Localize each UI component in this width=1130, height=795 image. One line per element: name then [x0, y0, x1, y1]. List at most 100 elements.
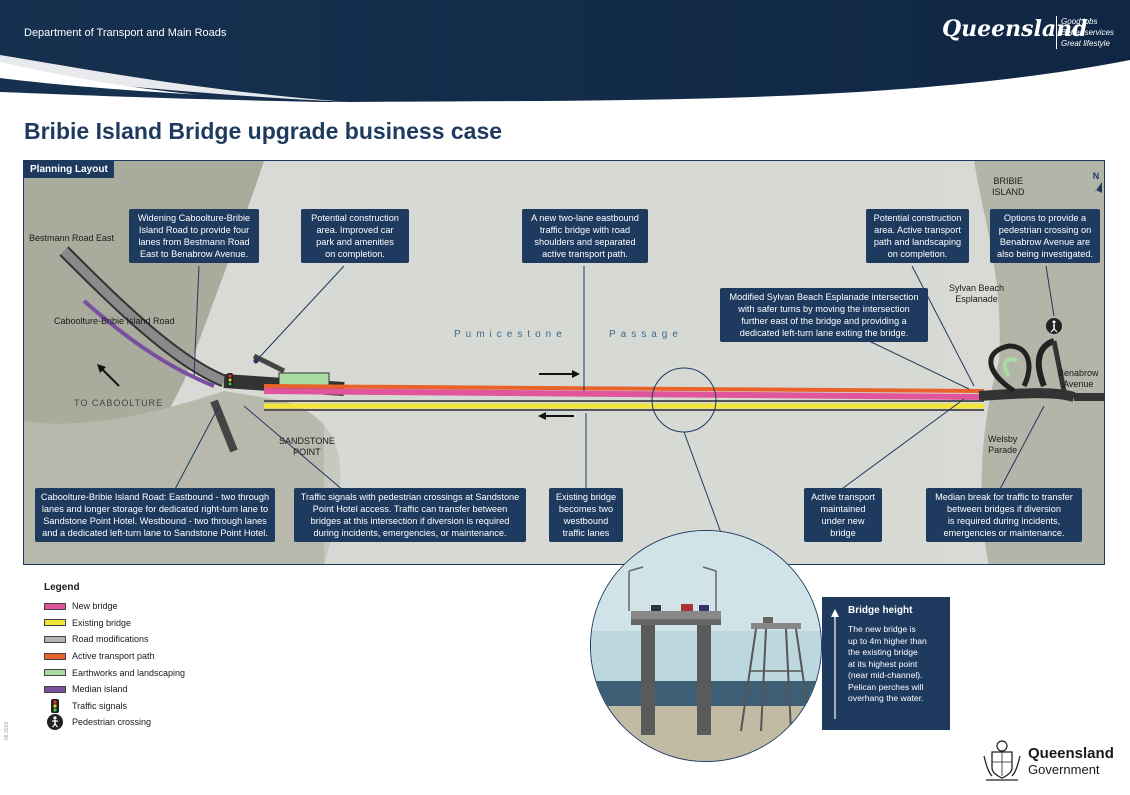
label-passage: Passage [609, 329, 683, 340]
callout-line: maintained [820, 504, 866, 514]
callout-new-bridge: A new two-lane eastbound traffic bridge … [522, 209, 648, 263]
gov-line-1: Queensland [1028, 745, 1114, 762]
callout-line: Benabrow Avenue are [999, 237, 1091, 247]
label-line: Sylvan Beach [949, 283, 1005, 293]
label-sylvan-beach: Sylvan Beach Esplanade [949, 283, 1004, 305]
label-caboolture-bribie-road: Caboolture-Bribie Island Road [54, 316, 175, 326]
tagline-line: Better services [1061, 28, 1114, 37]
callout-median-break: Median break for traffic to transfer bet… [926, 488, 1082, 542]
callout-line: Traffic signals with pedestrian crossing… [300, 492, 520, 502]
tagline-line: Good jobs [1061, 17, 1098, 26]
tagline-line: Great lifestyle [1061, 39, 1110, 48]
legend-item: Median island [44, 681, 185, 698]
callout-construction-west: Potential construction area. Improved ca… [301, 209, 409, 263]
callout-line: emergencies or maintenance. [943, 528, 1065, 538]
legend-label: New bridge [72, 601, 118, 612]
bridge-height-text: The new bridge is up to 4m higher than t… [848, 624, 942, 705]
legend-item: Pedestrian crossing [44, 714, 185, 731]
callout-line: becomes two [558, 504, 614, 514]
legend-item: Active transport path [44, 648, 185, 665]
legend-swatch [44, 669, 66, 677]
label-line: POINT [293, 447, 321, 457]
label-line: SANDSTONE [279, 436, 335, 446]
callout-line: Existing bridge [555, 492, 617, 502]
callout-sylvan-intersection: Modified Sylvan Beach Esplanade intersec… [720, 288, 928, 342]
callout-line: dedicated left-turn lane exiting the bri… [739, 328, 909, 338]
callout-line: Modified Sylvan Beach Esplanade intersec… [729, 292, 919, 302]
callout-line: area. Active transport [874, 225, 961, 235]
legend-label: Median island [72, 684, 128, 695]
callout-active-transport: Active transport maintained under new br… [804, 488, 882, 542]
callout-line: with safer turns by moving the intersect… [738, 304, 910, 314]
north-label: N [1092, 171, 1100, 181]
callout-line: is required during incidents, [947, 516, 1061, 526]
callout-line: also being investigated. [996, 249, 1094, 259]
legend-item: Traffic signals [44, 698, 185, 715]
legend-label: Active transport path [72, 651, 155, 662]
legend-label: Existing bridge [72, 617, 132, 628]
callout-line: Median break for traffic to transfer [935, 492, 1073, 502]
callout-line: lanes from Bestmann Road [138, 237, 250, 247]
legend-label: Pedestrian crossing [72, 717, 152, 728]
callout-line: Point Hotel access. Traffic can transfer… [312, 504, 508, 514]
traffic-signal-icon [44, 698, 66, 713]
callout-line: further east of the bridge and providing… [741, 316, 907, 326]
label-line: ISLAND [992, 187, 1025, 197]
bridge-height-line: overhang the water. [848, 693, 924, 703]
callout-line: traffic bridge with road [539, 225, 631, 235]
up-arrow-icon [831, 609, 839, 719]
bridge-height-line: Pelican perches will [848, 681, 924, 692]
bridge-height-panel: Bridge height The new bridge is up to 4m… [822, 597, 950, 730]
callout-line: shoulders and separated [534, 237, 636, 247]
callout-line: A new two-lane eastbound [531, 213, 639, 223]
bridge-height-line: The new bridge is [848, 624, 916, 634]
callout-line: during incidents, emergencies, or mainte… [313, 528, 507, 538]
header-banner: Department of Transport and Main Roads Q… [0, 0, 1130, 110]
legend-item: Earthworks and landscaping [44, 664, 185, 681]
bridge-cross-section [590, 530, 822, 762]
callout-line: under new [821, 516, 865, 526]
callout-line: Options to provide a [1003, 213, 1087, 223]
header-wave [0, 0, 1130, 103]
label-to-caboolture: TO CABOOLTURE [74, 398, 164, 408]
label-line: Welsby [988, 434, 1018, 444]
callout-line: Island Road to provide four [138, 225, 250, 235]
callout-traffic-signals: Traffic signals with pedestrian crossing… [294, 488, 526, 542]
callout-line: pedestrian crossing on [998, 225, 1092, 235]
pedestrian-icon [44, 714, 66, 731]
department-name: Department of Transport and Main Roads [24, 27, 227, 39]
callout-line: Sandstone Point Hotel. Westbound - two t… [43, 516, 267, 526]
legend-swatch [44, 619, 66, 627]
callout-line: on completion. [887, 249, 948, 259]
callout-line: Caboolture-Bribie Island Road: Eastbound… [40, 492, 270, 502]
callout-line: path and landscaping [873, 237, 962, 247]
callout-line: area. Improved car [316, 225, 394, 235]
callout-pedestrian-options: Options to provide a pedestrian crossing… [990, 209, 1100, 263]
callout-line: traffic lanes [562, 528, 610, 538]
cross-section-graphic [591, 531, 821, 761]
callout-eastbound-lanes: Caboolture-Bribie Island Road: Eastbound… [35, 488, 275, 542]
tagline: Good jobs Better services Great lifestyl… [1056, 16, 1114, 49]
callout-line: bridge [830, 528, 856, 538]
callout-line: Widening Caboolture-Bribie [137, 213, 251, 223]
callout-line: Potential construction [873, 213, 962, 223]
callout-line: between bridges if diversion [947, 504, 1061, 514]
label-line: Benabrow [1058, 368, 1099, 378]
bridge-height-line: up to 4m higher than [848, 635, 927, 646]
planning-map: Planning Layout N Bestmann Road East Cab… [23, 160, 1105, 565]
label-bribie-island: BRIBIE ISLAND [992, 176, 1025, 198]
legend-title: Legend [44, 582, 80, 593]
legend-item: New bridge [44, 598, 185, 615]
callout-line: Active transport [811, 492, 875, 502]
legend-swatch [44, 635, 66, 643]
label-line: Parade [988, 445, 1018, 455]
callout-line: Potential construction [311, 213, 399, 223]
callout-existing-bridge: Existing bridge becomes two westbound tr… [549, 488, 623, 542]
label-bestmann-road: Bestmann Road East [29, 233, 115, 243]
queensland-logo: Queensland [942, 16, 1088, 42]
bridge-height-title: Bridge height [848, 605, 913, 616]
legend-label: Road modifications [72, 634, 149, 645]
label-welsby-parade: Welsby Parade [988, 434, 1017, 456]
